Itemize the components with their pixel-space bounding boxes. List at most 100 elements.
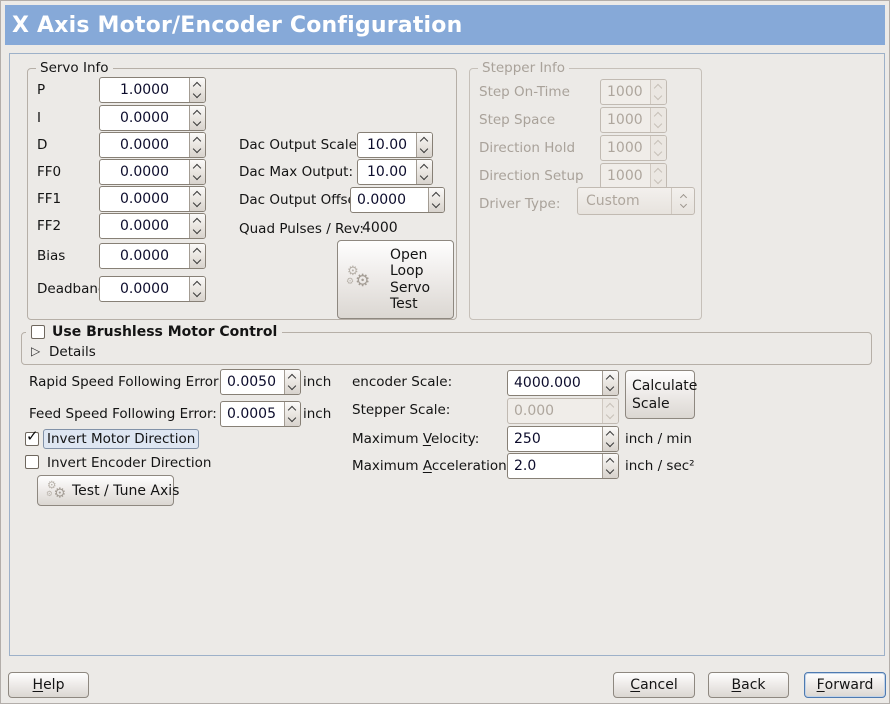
invert-encoder-direction-label[interactable]: Invert Encoder Direction <box>47 455 212 471</box>
chevron-up-icon[interactable] <box>285 402 300 414</box>
p-spin-buttons[interactable] <box>189 78 205 102</box>
chevron-down-icon[interactable] <box>190 118 205 130</box>
chevron-down-icon[interactable] <box>285 382 300 394</box>
i-spinbox[interactable]: 0.0000 <box>99 105 206 131</box>
chevron-up-icon[interactable] <box>190 244 205 256</box>
rapid-ferror-value: 0.0050 <box>227 374 276 390</box>
driver-type-label: Driver Type: <box>479 196 561 212</box>
bias-spinbox[interactable]: 0.0000 <box>99 243 206 269</box>
stepper-scale-value: 0.000 <box>514 403 555 419</box>
chevron-down-icon[interactable] <box>190 172 205 184</box>
encoder-scale-spin-buttons[interactable] <box>602 371 618 395</box>
chevron-up-icon[interactable] <box>285 370 300 382</box>
chevron-down-icon[interactable] <box>429 200 444 212</box>
d-value: 0.0000 <box>120 137 169 153</box>
dac-output-scale-value: 10.00 <box>366 137 408 153</box>
invert-motor-direction-checkbox[interactable]: ✓ <box>25 429 39 446</box>
chevron-up-icon <box>651 164 666 176</box>
ff1-spinbox[interactable]: 0.0000 <box>99 186 206 212</box>
p-value: 1.0000 <box>120 82 169 98</box>
ff0-spinbox[interactable]: 0.0000 <box>99 159 206 185</box>
ff0-spin-buttons[interactable] <box>189 160 205 184</box>
deadband-spinbox[interactable]: 0.0000 <box>99 276 206 302</box>
chevron-down-icon[interactable] <box>190 289 205 301</box>
d-label: D <box>37 137 48 153</box>
dac-output-offset-spinbox[interactable]: 0.0000 <box>350 187 445 213</box>
chevron-down-icon[interactable] <box>190 199 205 211</box>
test-tune-axis-button[interactable]: ⚙ ⚙ ⚙ Test / Tune Axis <box>37 475 179 506</box>
chevron-up-icon[interactable] <box>603 454 618 466</box>
chevron-up-icon[interactable] <box>190 160 205 172</box>
chevron-down-icon[interactable] <box>603 466 618 478</box>
chevron-down-icon[interactable] <box>603 383 618 395</box>
max-velocity-spinbox[interactable]: 250 <box>507 426 619 452</box>
ff1-spin-buttons[interactable] <box>189 187 205 211</box>
feed-ferror-spinbox[interactable]: 0.0005 <box>220 401 301 427</box>
direction-hold-value: 1000 <box>607 140 643 156</box>
window-titlebar: X Axis Motor/Encoder Configuration <box>5 5 885 45</box>
invert-motor-direction-label[interactable]: Invert Motor Direction <box>43 429 200 449</box>
use-brushless-checkbox[interactable] <box>31 325 45 339</box>
chevron-up-icon[interactable] <box>417 160 432 172</box>
encoder-scale-spinbox[interactable]: 4000.000 <box>507 370 619 396</box>
ff2-spinbox[interactable]: 0.0000 <box>99 213 206 239</box>
expander-triangle-icon[interactable]: ▷ <box>31 344 41 358</box>
dac-max-output-spinbox[interactable]: 10.00 <box>357 159 433 185</box>
use-brushless-row[interactable]: Use Brushless Motor Control <box>26 323 283 341</box>
ff2-spin-buttons[interactable] <box>189 214 205 238</box>
p-label: P <box>37 82 46 98</box>
chevron-up-icon[interactable] <box>190 277 205 289</box>
chevron-up-icon[interactable] <box>190 133 205 145</box>
max-acceleration-spinbox[interactable]: 2.0 <box>507 453 619 479</box>
rapid-ferror-spinbox[interactable]: 0.0050 <box>220 369 301 395</box>
chevron-down-icon[interactable] <box>417 145 432 157</box>
chevron-up-icon <box>651 108 666 120</box>
calculate-scale-button[interactable]: Calculate Scale <box>625 370 697 419</box>
chevron-up-icon[interactable] <box>429 188 444 200</box>
rapid-ferror-spin-buttons[interactable] <box>284 370 300 394</box>
gears-icon: ⚙ ⚙ ⚙ <box>46 479 67 502</box>
chevron-down-icon[interactable] <box>190 90 205 102</box>
p-spinbox[interactable]: 1.0000 <box>99 77 206 103</box>
chevron-down-icon[interactable] <box>285 414 300 426</box>
deadband-spin-buttons[interactable] <box>189 277 205 301</box>
ff1-value: 0.0000 <box>120 191 169 207</box>
open-loop-servo-test-button[interactable]: ⚙ ⚙ ⚙ Open Loop Servo Test <box>337 240 454 319</box>
gears-icon: ⚙ ⚙ ⚙ <box>346 263 371 291</box>
chevron-up-icon[interactable] <box>603 371 618 383</box>
use-brushless-label: Use Brushless Motor Control <box>52 324 278 340</box>
chevron-down-icon[interactable] <box>190 256 205 268</box>
page-title: X Axis Motor/Encoder Configuration <box>12 12 463 38</box>
chevron-up-icon[interactable] <box>190 187 205 199</box>
details-expander-label[interactable]: Details <box>49 344 96 360</box>
d-spinbox[interactable]: 0.0000 <box>99 132 206 158</box>
chevron-down-icon[interactable] <box>190 226 205 238</box>
chevron-down-icon[interactable] <box>417 172 432 184</box>
dac-output-scale-spinbox[interactable]: 10.00 <box>357 132 433 158</box>
chevron-up-icon[interactable] <box>190 106 205 118</box>
d-spin-buttons[interactable] <box>189 133 205 157</box>
bias-spin-buttons[interactable] <box>189 244 205 268</box>
chevron-up-icon[interactable] <box>417 133 432 145</box>
invert-encoder-direction-checkbox[interactable] <box>25 455 39 469</box>
ff2-value: 0.0000 <box>120 218 169 234</box>
dac-output-scale-spin-buttons[interactable] <box>416 133 432 157</box>
chevron-up-icon[interactable] <box>190 78 205 90</box>
chevron-down-icon[interactable] <box>190 145 205 157</box>
step-on-time-value: 1000 <box>607 84 643 100</box>
max-velocity-spin-buttons[interactable] <box>602 427 618 451</box>
chevron-up-icon[interactable] <box>190 214 205 226</box>
max-acceleration-spin-buttons[interactable] <box>602 454 618 478</box>
i-spin-buttons[interactable] <box>189 106 205 130</box>
chevron-up-icon[interactable] <box>603 427 618 439</box>
direction-setup-value: 1000 <box>607 168 643 184</box>
chevron-down-icon[interactable] <box>603 439 618 451</box>
feed-ferror-spin-buttons[interactable] <box>284 402 300 426</box>
max-acceleration-unit: inch / sec² <box>625 458 695 474</box>
dac-max-output-spin-buttons[interactable] <box>416 160 432 184</box>
dac-output-offset-spin-buttons[interactable] <box>428 188 444 212</box>
